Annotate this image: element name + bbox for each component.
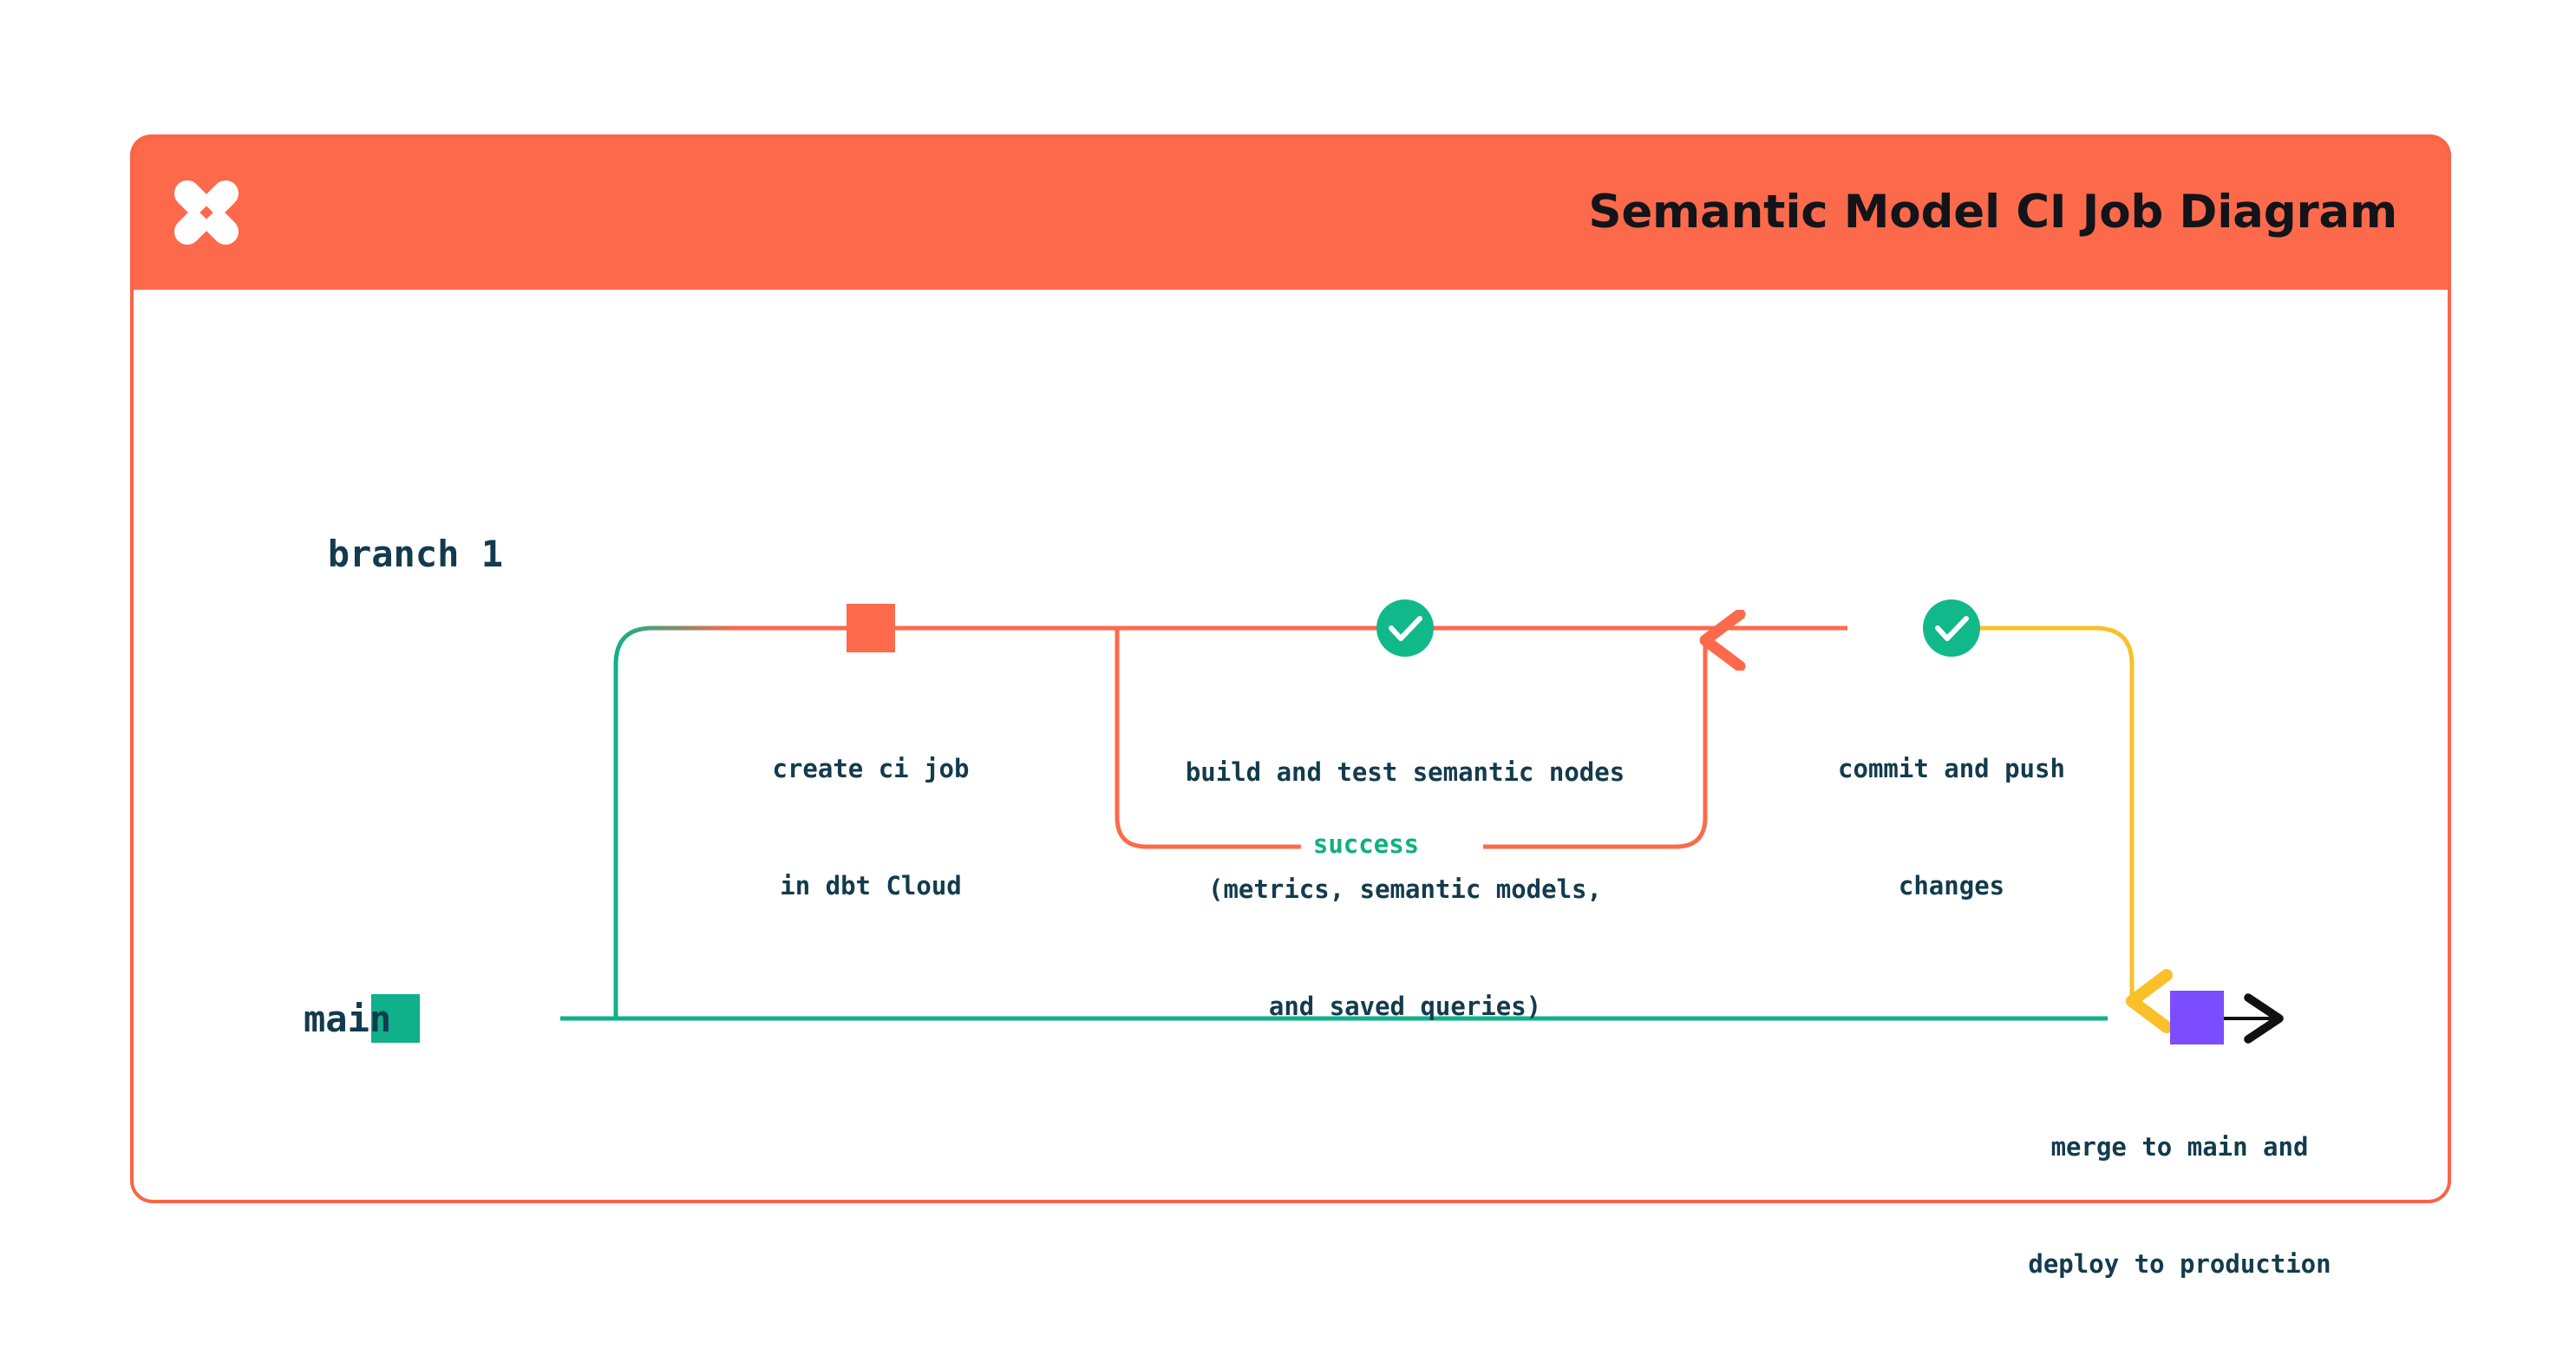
node-label-build-and-test: build and test semantic nodes (metrics, … [1006,675,1804,1104]
node-label-create-ci-job: create ci job in dbt Cloud [697,671,1044,984]
label-line: deploy to production [2028,1249,2331,1279]
label-line: and saved queries) [1268,992,1542,1021]
main-start-marker[interactable] [371,994,420,1043]
node-label-merge-to-main: merge to main and deploy to production [1833,1050,2527,1362]
success-loop-line [1115,628,1705,849]
label-line: commit and push [1838,754,2065,783]
merge-connector [1969,625,2173,1033]
branch-off-connector [613,625,740,1021]
diagram-card: Semantic Model CI Job Diagram [130,134,2451,1279]
lane-label-branch-1: branch 1 [327,533,503,575]
create-ci-job-marker[interactable] [847,604,895,652]
build-and-test-marker[interactable] [1376,599,1434,657]
lane-label-main: main [304,998,392,1040]
dbt-x-logo-icon [165,171,248,254]
label-line: create ci job [772,754,970,783]
label-line: changes [1898,871,2005,900]
card-header: Semantic Model CI Job Diagram [130,134,2451,290]
merge-to-main-marker[interactable] [2170,991,2224,1044]
diagram-connectors [371,599,2284,1044]
commit-and-push-marker[interactable] [1923,599,1980,657]
label-line: in dbt Cloud [780,871,962,900]
page-title: Semantic Model CI Job Diagram [1588,186,2397,239]
diagram-canvas: branch 1 main create ci job in dbt Cloud… [130,290,2451,1279]
label-line: (metrics, semantic models, [1208,874,1602,904]
label-line: build and test semantic nodes [1185,757,1625,787]
edge-label-success: success [1300,829,1432,859]
label-line: merge to main and [2050,1132,2309,1162]
node-label-commit-and-push: commit and push changes [1735,671,2168,984]
